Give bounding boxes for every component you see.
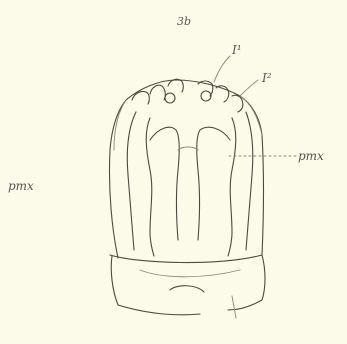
jaw-base-top [110,255,262,263]
jaw-base-right [228,255,265,310]
jaw-tick [232,296,236,318]
palatal-notch-right [197,127,230,240]
inner-left-edge [146,118,154,256]
notch-center [178,147,198,150]
label-pmx-left: pmx [8,180,34,192]
incisor-tooth [150,85,165,100]
label-i1: I¹ [232,44,242,56]
leader-i2 [240,80,258,96]
incisor-root [165,93,175,103]
jaw-foramen [170,286,204,292]
leader-i1 [214,56,230,82]
incisor-tooth [168,79,183,92]
label-3b: 3b [177,16,191,27]
palatal-notch-left [150,127,179,240]
jaw-inner-line [140,270,240,277]
inner-right-column [246,112,253,250]
incisor-row [132,79,243,112]
inner-left-column [127,112,136,250]
incisor-tooth [232,95,243,112]
label-pmx-right: pmx [298,150,324,162]
label-i2: I² [262,72,272,84]
left-rim [114,100,126,150]
